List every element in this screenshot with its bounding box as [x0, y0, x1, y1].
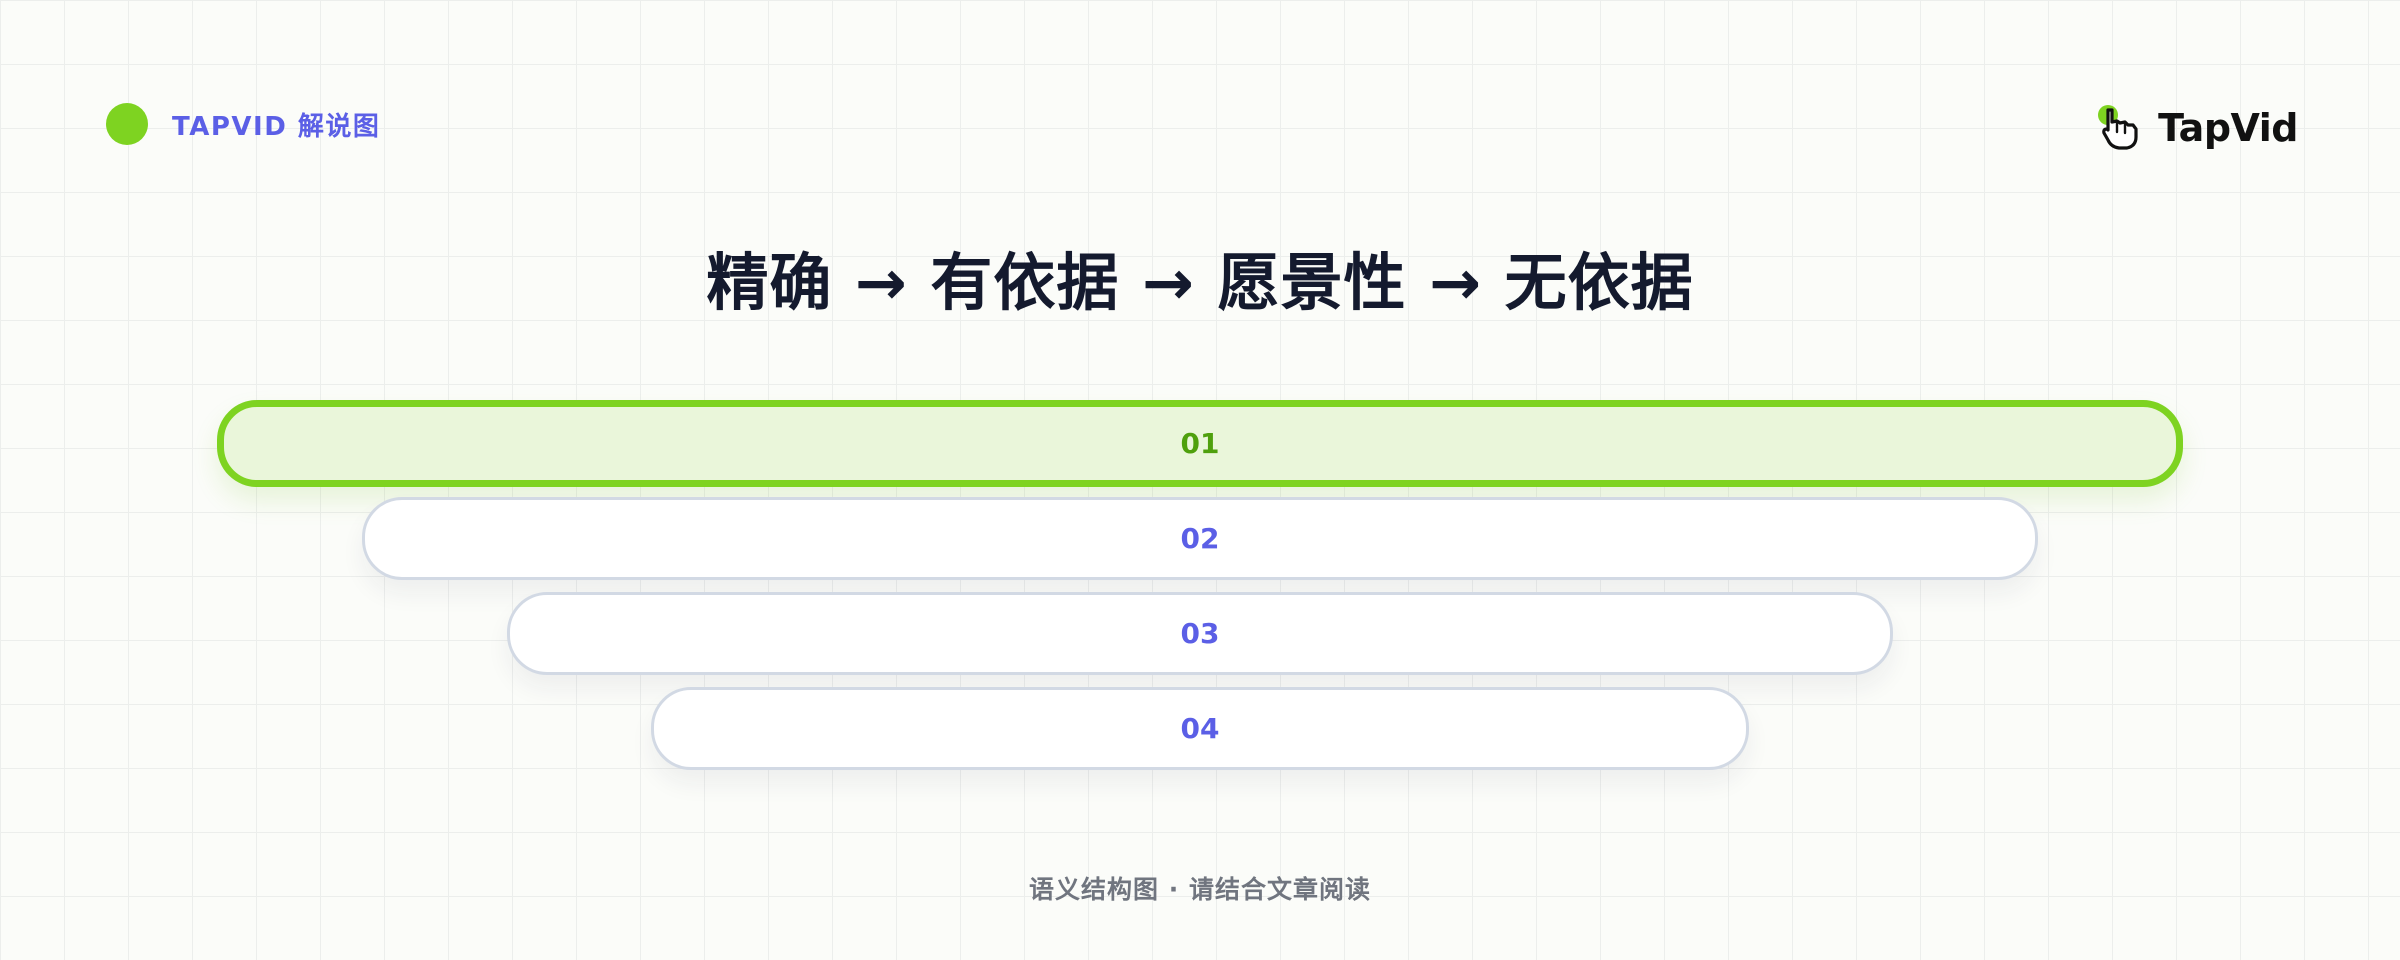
footer-caption: 语义结构图 · 请结合文章阅读	[1029, 875, 1371, 904]
green-dot-icon	[106, 103, 148, 145]
funnel-level-label: 01	[1180, 427, 1220, 460]
funnel-level-label: 04	[1180, 712, 1220, 745]
funnel-level-01: 01	[217, 400, 2183, 487]
tapvid-logo: TapVid	[2096, 102, 2298, 154]
brand-tag: TAPVID 解说图	[106, 103, 380, 145]
funnel-level-04: 04	[651, 687, 1749, 770]
brand-tag-label: TAPVID 解说图	[172, 111, 381, 142]
funnel-level-03: 03	[507, 592, 1893, 675]
funnel-level-02: 02	[362, 497, 2038, 580]
page-title: 精确 → 有依据 → 愿景性 → 无依据	[706, 246, 1694, 319]
pointing-hand-cursor-icon	[2098, 105, 2138, 150]
funnel-level-label: 03	[1180, 617, 1220, 650]
funnel-level-label: 02	[1180, 522, 1220, 555]
logo-wordmark: TapVid	[2158, 106, 2298, 150]
